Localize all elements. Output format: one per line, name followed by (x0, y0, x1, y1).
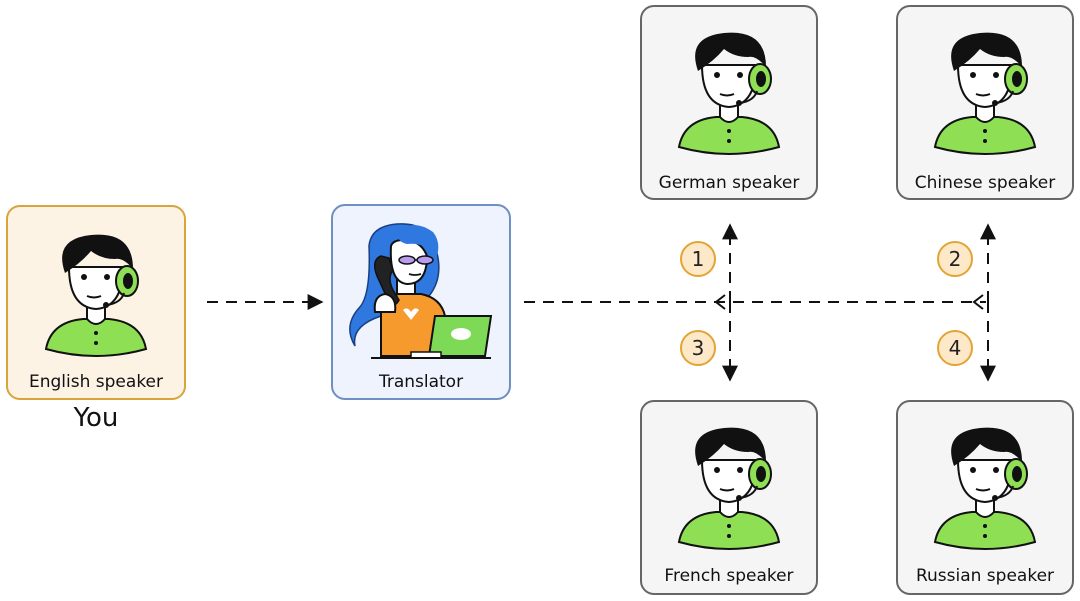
node-chinese-speaker-label: Chinese speaker (914, 173, 1056, 193)
node-russian-speaker: Russian speaker (896, 400, 1074, 595)
person-with-headset-icon (677, 32, 781, 155)
person-with-headset-icon (44, 234, 148, 357)
person-with-headset-icon (933, 32, 1037, 155)
you-label: You (73, 403, 119, 433)
flow-chevron-1 (714, 294, 726, 310)
node-french-speaker-label: French speaker (664, 566, 794, 586)
node-german-speaker: German speaker (640, 5, 818, 200)
node-french-speaker: French speaker (640, 400, 818, 595)
step-badge-4: 4 (937, 330, 973, 366)
node-chinese-speaker: Chinese speaker (896, 5, 1074, 200)
node-german-speaker-label: German speaker (658, 173, 800, 193)
node-english-speaker-label: English speaker (29, 372, 163, 392)
node-translator-label: Translator (378, 372, 464, 392)
flow-chevron-2 (972, 294, 984, 310)
step-badge-1: 1 (680, 241, 716, 277)
person-with-headset-icon (677, 427, 781, 550)
person-with-headset-icon (933, 427, 1037, 550)
step-badge-2: 2 (937, 241, 973, 277)
translator-on-phone-icon (349, 223, 493, 359)
node-russian-speaker-label: Russian speaker (915, 566, 1055, 586)
step-badge-3: 3 (680, 330, 716, 366)
node-english-speaker: English speaker (6, 205, 186, 400)
node-translator: Translator (331, 204, 511, 400)
